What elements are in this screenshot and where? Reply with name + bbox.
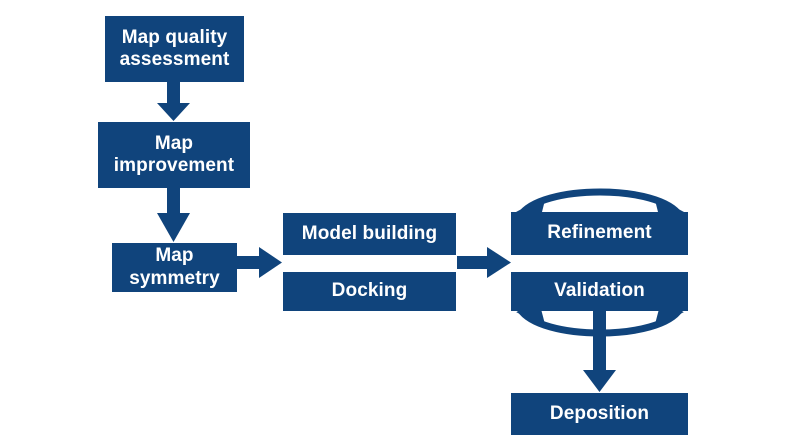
arrow-validation-to-deposition bbox=[583, 311, 616, 392]
node-map-quality-assessment-label: Map quality assessment bbox=[119, 26, 230, 70]
node-refinement-label: Refinement bbox=[547, 222, 652, 244]
node-docking-label: Docking bbox=[331, 280, 408, 302]
node-model-building[interactable]: Model building bbox=[283, 213, 456, 255]
node-map-symmetry-label: Map symmetry bbox=[129, 245, 220, 289]
node-docking[interactable]: Docking bbox=[283, 272, 456, 311]
node-map-quality-assessment[interactable]: Map quality assessment bbox=[105, 16, 244, 82]
node-model-building-label: Model building bbox=[301, 222, 438, 244]
arrow-improvement-to-symmetry bbox=[157, 188, 190, 242]
node-refinement[interactable]: Refinement bbox=[511, 212, 688, 255]
node-validation-label: Validation bbox=[554, 280, 645, 302]
arrow-building-to-refinement bbox=[457, 247, 511, 278]
node-map-improvement[interactable]: Map improvement bbox=[98, 122, 250, 188]
node-deposition[interactable]: Deposition bbox=[511, 393, 688, 435]
node-map-symmetry[interactable]: Map symmetry bbox=[112, 243, 237, 292]
arc-bottom-refinement-cycle bbox=[516, 306, 684, 337]
arrow-quality-to-improvement bbox=[157, 82, 190, 121]
node-deposition-label: Deposition bbox=[549, 402, 650, 424]
node-map-improvement-label: Map improvement bbox=[113, 132, 235, 176]
node-validation[interactable]: Validation bbox=[511, 272, 688, 311]
arrow-symmetry-to-building bbox=[237, 247, 282, 278]
